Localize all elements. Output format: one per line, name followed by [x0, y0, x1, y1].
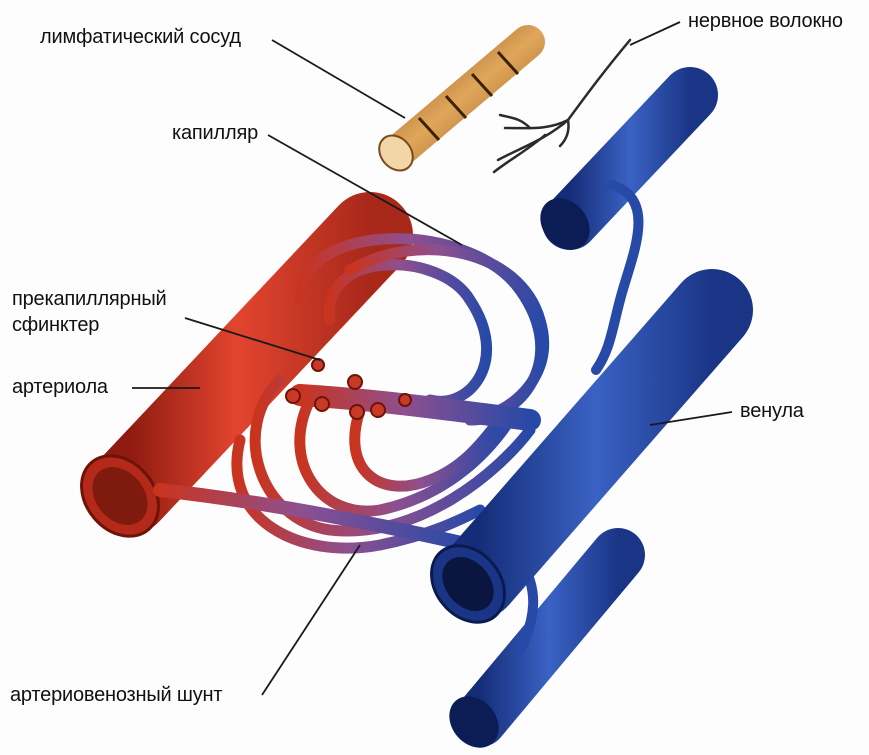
label-lymphatic-vessel: лимфатический сосуд — [40, 26, 241, 49]
label-nerve-fiber: нервное волокно — [688, 10, 843, 33]
label-av-shunt: артериовенозный шунт — [10, 684, 222, 707]
label-capillary: капилляр — [172, 122, 258, 145]
label-venule: венула — [740, 400, 804, 423]
label-arteriole: артериола — [12, 376, 108, 399]
label-precapillary-sphincter-line2: сфинктер — [12, 314, 99, 337]
upper-small-venule — [530, 95, 690, 260]
label-precapillary-sphincter-line1: прекапиллярный — [12, 288, 166, 311]
